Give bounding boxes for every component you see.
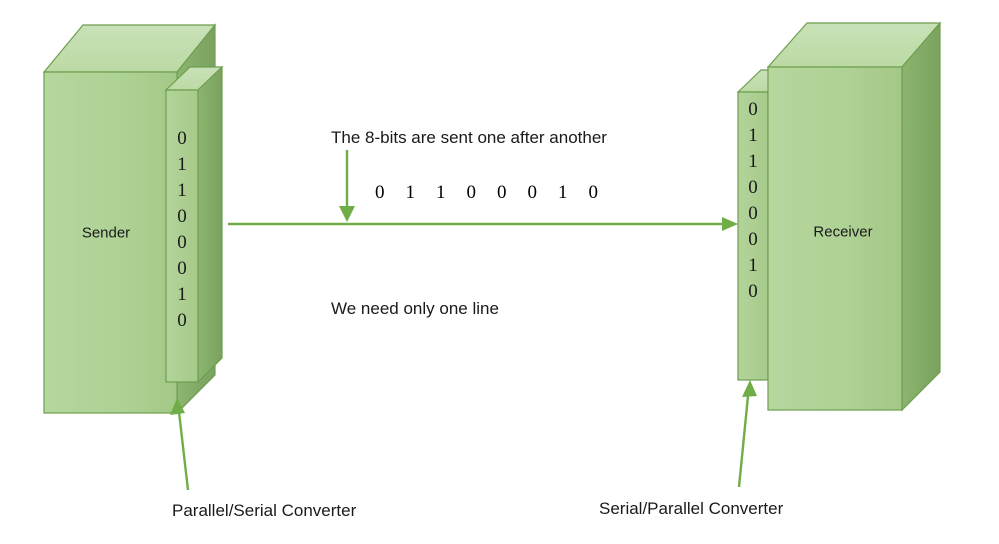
top-note-text: The 8-bits are sent one after another: [331, 128, 607, 147]
receiver-bit-3: 0: [748, 177, 758, 198]
bitstream-bit-0: 0: [375, 182, 385, 203]
sender-bit-0: 0: [177, 128, 187, 149]
ps-converter-arrowhead: [170, 398, 185, 415]
sp-converter-arrowhead: [742, 380, 757, 397]
receiver-bit-2: 1: [748, 151, 758, 172]
bitstream-bit-6: 1: [558, 182, 568, 203]
sp-converter-line: [737, 395, 750, 488]
sender-bit-3: 0: [177, 206, 187, 227]
sender-label: Sender: [81, 224, 131, 242]
bitstream-bit-2: 1: [436, 182, 446, 203]
receiver-label: Receiver: [813, 223, 873, 241]
receiver-box-3d: [766, 21, 942, 412]
serial-parallel-converter-arrow: [737, 380, 757, 488]
ps-converter-line: [177, 411, 190, 491]
receiver-strip-front-face: [737, 91, 769, 381]
sender-strip-front-face: [165, 89, 199, 383]
sender-bit-2: 1: [177, 180, 187, 201]
receiver-bit-strip-3d: [736, 69, 792, 381]
parallel-serial-converter-arrow: [170, 398, 190, 491]
one-line-note-text: We need only one line: [331, 299, 499, 318]
sender-strip-side-face: [197, 65, 223, 384]
bitstream-row: 0 1 1 0 0 0 1 0: [375, 182, 598, 204]
sender-bit-column: 0 1 1 0 0 0 1 0: [167, 126, 197, 334]
bitstream-bit-4: 0: [497, 182, 507, 203]
sender-bit-5: 0: [177, 258, 187, 279]
serial-arrowhead: [722, 217, 738, 231]
receiver-bit-7: 0: [748, 281, 758, 302]
note-pointer-arrowhead: [339, 206, 355, 222]
receiver-bit-6: 1: [748, 255, 758, 276]
sender-bit-1: 1: [177, 154, 187, 175]
sender-box-front-face: [43, 71, 178, 414]
sender-bit-strip-3d: [164, 65, 224, 384]
sender-bit-4: 0: [177, 232, 187, 253]
receiver-box-side-face: [901, 21, 941, 412]
receiver-bit-5: 0: [748, 229, 758, 250]
serial-transmission-arrow: [228, 217, 738, 231]
bitstream-bit-1: 1: [405, 182, 416, 203]
sender-bit-7: 0: [177, 310, 187, 331]
bitstream-bit-7: 0: [588, 182, 599, 203]
bitstream-bit-3: 0: [466, 182, 477, 203]
receiver-box-front-face: [767, 66, 903, 411]
note-pointer-arrow: [339, 150, 355, 222]
receiver-bit-1: 1: [748, 125, 758, 146]
serial-parallel-converter-caption: Serial/Parallel Converter: [599, 499, 784, 518]
receiver-bit-0: 0: [748, 99, 758, 120]
receiver-bit-column: 0 1 1 0 0 0 1 0: [739, 97, 767, 305]
parallel-serial-converter-caption: Parallel/Serial Converter: [172, 501, 357, 520]
sender-bit-6: 1: [177, 284, 187, 305]
bitstream-bit-5: 0: [527, 182, 538, 203]
receiver-bit-4: 0: [748, 203, 758, 224]
